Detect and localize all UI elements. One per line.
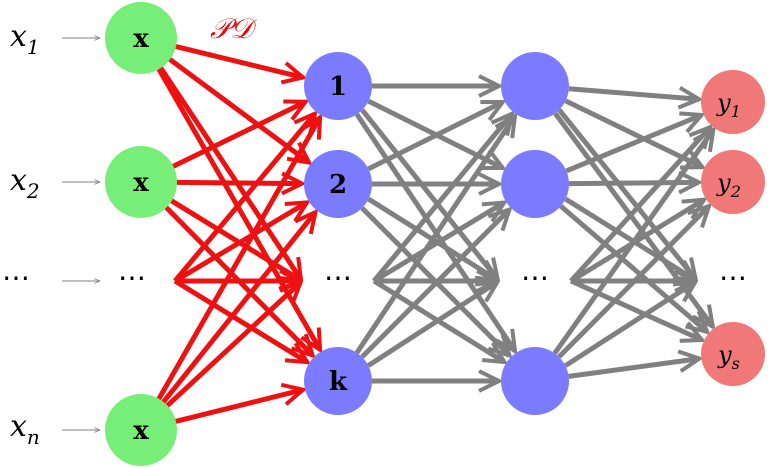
hidden1-node-label-1: 2 xyxy=(329,170,347,200)
outputs-node-label-0: y1 xyxy=(716,89,741,121)
hidden-edge-1-3-2 xyxy=(366,282,497,368)
outputs-ellipsis: ⋯ xyxy=(719,261,747,294)
input-label-n: xn xyxy=(10,409,40,449)
hidden2-ellipsis: ⋯ xyxy=(521,261,549,294)
input-edges xyxy=(155,43,320,425)
hidden-edge-2-0-2 xyxy=(557,108,696,280)
input-edge-2-1 xyxy=(173,202,307,284)
hidden2-node-1 xyxy=(501,150,569,218)
hidden-edge-2-3-2 xyxy=(563,282,695,368)
input-label-2: x2 xyxy=(10,163,40,203)
input-edge-3-0 xyxy=(155,117,320,402)
inputs-node-label-1: x xyxy=(133,168,149,198)
hidden-edge-2-0-1 xyxy=(564,98,703,167)
hidden-edge-1-2-1 xyxy=(372,203,504,284)
hidden-edge-2-1-1 xyxy=(568,182,699,183)
inputs-node-label-0: x xyxy=(133,24,149,54)
inputs-node-0 xyxy=(105,2,177,74)
outputs-node-1 xyxy=(701,150,765,214)
input-edge-3-1 xyxy=(160,212,315,406)
hidden2-node-0 xyxy=(501,52,569,120)
hidden-edge-1-1-0 xyxy=(367,99,502,172)
hidden2-node-3 xyxy=(501,347,569,415)
input-edge-0-2 xyxy=(157,64,301,279)
outputs-node-3 xyxy=(701,322,765,386)
hidden-edge-1-3-1 xyxy=(360,209,510,359)
input-label-1: x1 xyxy=(10,19,40,59)
hidden1-ellipsis: ⋯ xyxy=(324,261,352,294)
input-row-ellipsis: ⋯ xyxy=(118,261,146,294)
input-edge-2-0 xyxy=(173,114,315,283)
hidden1-node-label-3: k xyxy=(329,367,348,397)
hidden-edges xyxy=(354,86,714,381)
hidden-edge-2-1-0 xyxy=(565,115,701,174)
input-edge-1-0 xyxy=(170,99,306,170)
hidden-edge-1-2-0 xyxy=(372,114,512,283)
outputs-node-label-1: y2 xyxy=(716,169,741,201)
input-arrows xyxy=(62,38,100,430)
input-edge-3-3 xyxy=(173,390,303,425)
nodes: x x x 1 2 ⋯ k ⋯ y1 y2 ⋯ ys xyxy=(105,2,765,466)
hidden-edge-1-0-2 xyxy=(360,108,498,280)
outputs-node-0 xyxy=(701,70,765,134)
inputs-node-label-3: x xyxy=(133,416,149,446)
input-edge-0-0 xyxy=(173,43,303,77)
hidden1-node-0 xyxy=(304,52,372,120)
hidden-edge-1-3-0 xyxy=(354,116,515,355)
hidden-edge-2-2-3 xyxy=(569,278,702,340)
hidden-edge-2-0-0 xyxy=(568,89,699,100)
outputs-node-label-3: ys xyxy=(717,341,740,373)
input-label-ellipsis: ⋯ xyxy=(2,261,30,294)
input-edge-3-2 xyxy=(164,282,301,409)
input-labels: x1 x2 ⋯ xn xyxy=(2,19,40,449)
hidden-edge-2-1-3 xyxy=(559,204,707,332)
hidden-edge-2-3-0 xyxy=(552,130,714,355)
hidden-edge-2-2-0 xyxy=(569,127,710,283)
input-edge-1-2 xyxy=(168,197,300,280)
hidden-edge-2-1-2 xyxy=(564,196,696,280)
hidden-edge-2-3-1 xyxy=(557,206,709,359)
inputs-node-1 xyxy=(105,146,177,218)
hidden1-node-label-0: 1 xyxy=(329,72,347,102)
hidden1-node-1 xyxy=(304,150,372,218)
input-edge-2-3 xyxy=(173,278,307,362)
edge-annotation: 𝒫𝒟 xyxy=(210,12,257,45)
hidden-edge-2-3-3 xyxy=(568,359,700,379)
inputs-node-3 xyxy=(105,394,177,466)
hidden1-node-3 xyxy=(304,347,372,415)
